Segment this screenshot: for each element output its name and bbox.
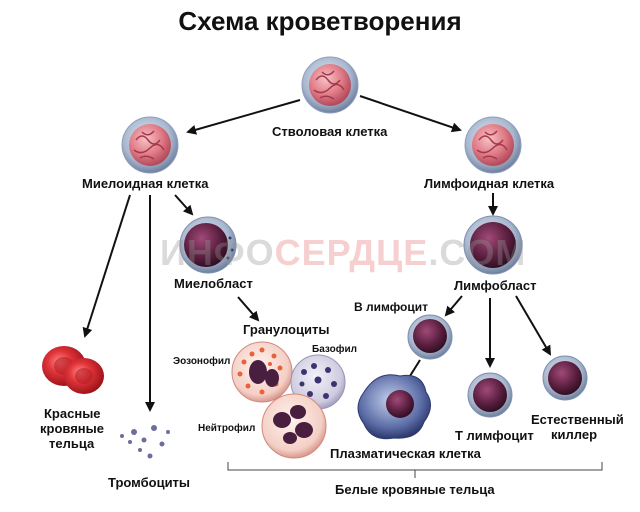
neutrophil-cell [261, 393, 327, 459]
label-b-lymphocyte: В лимфоцит [354, 300, 429, 314]
red-blood-cells [42, 346, 104, 394]
watermark-highlight: СЕРДЦЕ [274, 232, 429, 273]
label-plasma-cell: Плазматическая клетка [330, 446, 481, 461]
watermark: ИНФОСЕРДЦЕ.COM [160, 232, 526, 274]
arrow-myeloid-to-myeloblast [174, 194, 194, 216]
t-lymphocyte-cell [467, 372, 513, 418]
label-eosinophil: Эозонофил [173, 356, 231, 367]
myeloid-cell [121, 116, 179, 174]
page-title: Схема кроветворения [178, 6, 462, 36]
plasma-cell [357, 374, 431, 440]
label-t-lymphocyte: Т лимфоцит [455, 428, 534, 443]
arrow-stem-to-lymphoid [359, 95, 462, 133]
label-white-blood-cells: Белые кровяные тельца [335, 482, 495, 497]
label-lymphoid-cell: Лимфоидная клетка [424, 176, 555, 191]
arrow-lymphoblast-to-b-lymphocyte [444, 295, 463, 317]
platelets [120, 425, 170, 459]
white-cells-bracket [227, 462, 603, 471]
arrow-myeloid-to-red-cells [82, 194, 131, 338]
arrows [82, 95, 552, 412]
label-platelets: Тромбоциты [108, 475, 191, 490]
arrow-stem-to-myeloid [186, 99, 301, 135]
label-red-cells-line3: тельца [49, 436, 95, 451]
label-killer-line2: киллер [551, 427, 598, 442]
label-basophil: Базофил [312, 344, 357, 355]
natural-killer-cell [542, 355, 588, 401]
lymphoblast-cell [463, 215, 523, 275]
label-stem-cell: Стволовая клетка [272, 124, 388, 139]
label-myeloid-cell: Миелоидная клетка [82, 176, 209, 191]
b-lymphocyte-cell [407, 314, 453, 360]
arrow-myeloblast-to-granulocytes [237, 296, 260, 322]
arrow-lymphoblast-to-killer [515, 295, 552, 356]
lymphoid-cell [464, 116, 522, 174]
label-killer-line1: Естественный [531, 412, 624, 427]
label-lymphoblast: Лимфобласт [454, 278, 537, 293]
label-myeloblast: Миелобласт [174, 276, 253, 291]
label-neutrophil: Нейтрофил [198, 423, 256, 434]
watermark-prefix: ИНФО [160, 232, 275, 273]
eosinophil-cell [231, 341, 293, 403]
watermark-suffix: .COM [428, 232, 527, 273]
stem-cell [301, 56, 359, 114]
label-granulocytes: Гранулоциты [243, 322, 330, 337]
myeloblast-cell [179, 216, 237, 274]
label-red-cells-line1: Красные [44, 406, 101, 421]
label-red-cells-line2: кровяные [40, 421, 104, 436]
